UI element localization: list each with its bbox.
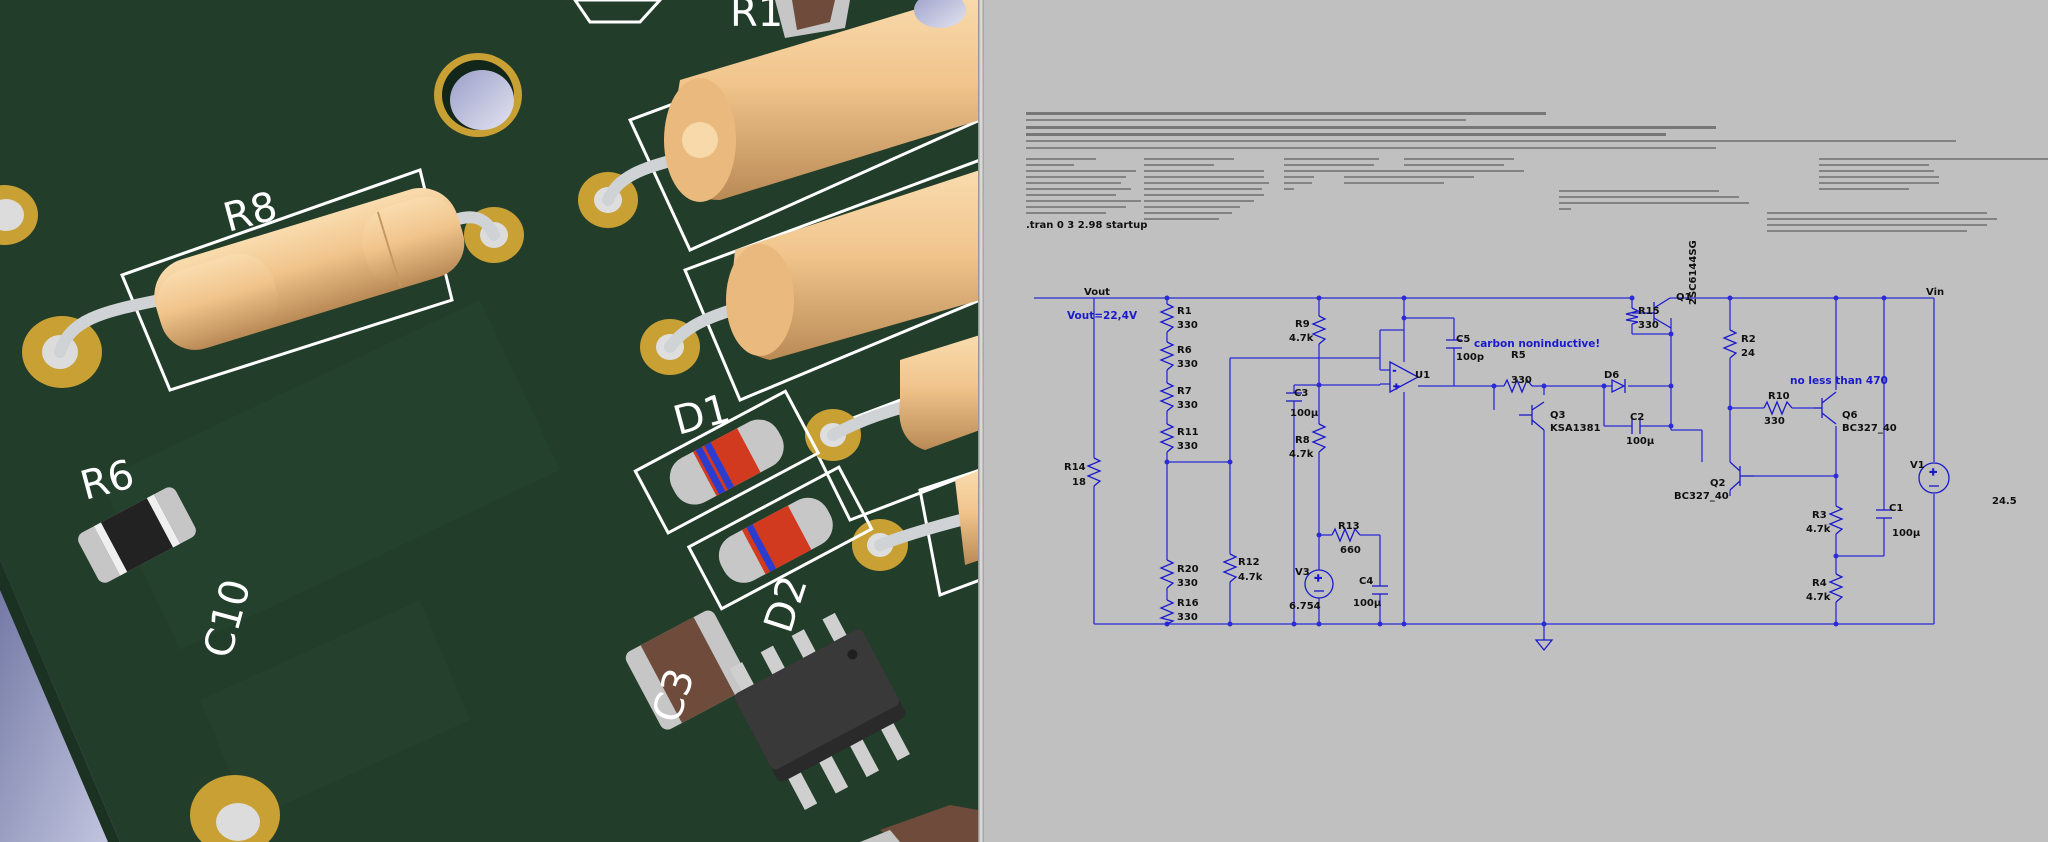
label-c1: C1: [1889, 503, 1903, 514]
pcb-resistor-top-2: [640, 159, 978, 402]
value-c3: 100µ: [1290, 408, 1319, 419]
label-v3: V3: [1295, 567, 1310, 578]
resistor-symbols: [1086, 303, 1844, 625]
value-v3: 6.754: [1289, 601, 1321, 612]
pcb-resistor-top-4: [852, 469, 978, 598]
label-c3: C3: [1294, 388, 1308, 399]
value-r3: 4.7k: [1806, 524, 1831, 535]
value-r4: 4.7k: [1806, 592, 1831, 603]
pcb-resistor-top-1: [578, 0, 978, 252]
pcb-ic-soic8: [729, 612, 910, 810]
ground-symbol: [1534, 639, 1554, 652]
pcb-smd-r1: [775, 0, 850, 38]
label-r13: R13: [1338, 521, 1360, 532]
note-vout-value: Vout=22,4V: [1067, 310, 1138, 322]
diode-d6-symbol: [1611, 378, 1626, 394]
note-r10-min: no less than 470: [1790, 375, 1888, 387]
note-c5-carbon: carbon noninductive!: [1474, 338, 1600, 350]
pcb-3d-canvas[interactable]: R1 R8: [0, 0, 978, 842]
pcb-resistor-top-3: [805, 335, 978, 522]
value-q1: 2SC6144SG: [1688, 240, 1699, 305]
svg-text:+: +: [1314, 573, 1322, 584]
v1-value: 24.5: [1992, 496, 2017, 507]
label-r5: R5: [1511, 350, 1526, 361]
value-c4: 100µ: [1353, 598, 1382, 609]
pcb-capacitor-c3: [625, 610, 750, 730]
value-r6: 330: [1177, 359, 1198, 370]
schematic-wires: [1034, 297, 1935, 640]
label-r9: R9: [1295, 319, 1310, 330]
label-r14: R14: [1064, 462, 1086, 473]
label-r8: R8: [1295, 435, 1310, 446]
label-r12: R12: [1238, 557, 1260, 568]
label-r1: R1: [1177, 306, 1192, 317]
pane-divider[interactable]: [978, 0, 984, 842]
pcb-smd-r6: [78, 487, 196, 583]
value-c1: 100µ: [1892, 528, 1921, 539]
label-q2: Q2: [1710, 478, 1726, 489]
value-r15: 330: [1638, 320, 1659, 331]
value-r1: 330: [1177, 320, 1198, 331]
label-r15: R15: [1638, 306, 1660, 317]
label-r20: R20: [1177, 564, 1199, 575]
component-labels: R1 330 R6 330 R7 330 R11 330 R14 18 R12 …: [1064, 240, 1925, 623]
label-c5: C5: [1456, 334, 1470, 345]
svg-text:+: +: [1393, 382, 1400, 391]
value-r11: 330: [1177, 441, 1198, 452]
value-r9: 4.7k: [1289, 333, 1314, 344]
label-u1: U1: [1415, 370, 1430, 381]
label-r3: R3: [1812, 510, 1827, 521]
svg-text:-: -: [1393, 366, 1396, 375]
spice-model-text: [1026, 112, 2048, 232]
label-d6: D6: [1604, 370, 1619, 381]
label-c2: C2: [1630, 412, 1644, 423]
net-label-vout: Vout: [1084, 287, 1110, 298]
transistor-symbols: [1519, 297, 1837, 491]
value-q2: BC327_40: [1674, 491, 1729, 502]
spice-directive[interactable]: .tran 0 3 2.98 startup: [1026, 220, 1147, 231]
value-r2: 24: [1741, 348, 1755, 359]
label-q3: Q3: [1550, 410, 1566, 421]
label-c4: C4: [1359, 576, 1373, 587]
value-r10: 330: [1764, 416, 1785, 427]
pcb-resistor-r8: [22, 168, 524, 392]
capacitor-symbols: [1286, 339, 1892, 595]
label-r2: R2: [1741, 334, 1756, 345]
label-q6: Q6: [1842, 410, 1858, 421]
silk-r1: R1: [730, 0, 783, 36]
value-q3: KSA1381: [1550, 423, 1601, 434]
schematic-junctions: [1164, 295, 1887, 627]
value-r5: 330: [1511, 375, 1532, 386]
schematic-canvas[interactable]: .tran 0 3 2.98 startup: [984, 0, 2048, 842]
label-r16: R16: [1177, 598, 1199, 609]
value-r12: 4.7k: [1238, 572, 1263, 583]
opamp-u1-symbol: - +: [1389, 360, 1420, 394]
mounting-hole: [434, 53, 522, 137]
value-r14: 18: [1072, 477, 1086, 488]
voltage-source-symbols: + +: [1304, 462, 1950, 599]
value-q6: BC327_40: [1842, 423, 1897, 434]
value-r16: 330: [1177, 612, 1198, 623]
value-r7: 330: [1177, 400, 1198, 411]
label-r11: R11: [1177, 427, 1199, 438]
label-r6: R6: [1177, 345, 1192, 356]
label-q1: Q1: [1676, 292, 1692, 303]
label-r7: R7: [1177, 386, 1192, 397]
value-c2: 100µ: [1626, 436, 1655, 447]
pcb-diode-d1: [633, 389, 821, 535]
label-r4: R4: [1812, 578, 1827, 589]
label-v1: V1: [1910, 460, 1925, 471]
svg-text:+: +: [1929, 467, 1937, 478]
value-r13: 660: [1340, 545, 1361, 556]
pcb-3d-viewer[interactable]: R1 R8: [0, 0, 978, 842]
value-c5: 100p: [1456, 352, 1484, 363]
schematic-viewer[interactable]: .tran 0 3 2.98 startup: [984, 0, 2048, 842]
label-r10: R10: [1768, 391, 1790, 402]
pcb-diode-d2: [686, 465, 874, 611]
net-label-vin: Vin: [1926, 287, 1944, 298]
value-r8: 4.7k: [1289, 449, 1314, 460]
value-r20: 330: [1177, 578, 1198, 589]
